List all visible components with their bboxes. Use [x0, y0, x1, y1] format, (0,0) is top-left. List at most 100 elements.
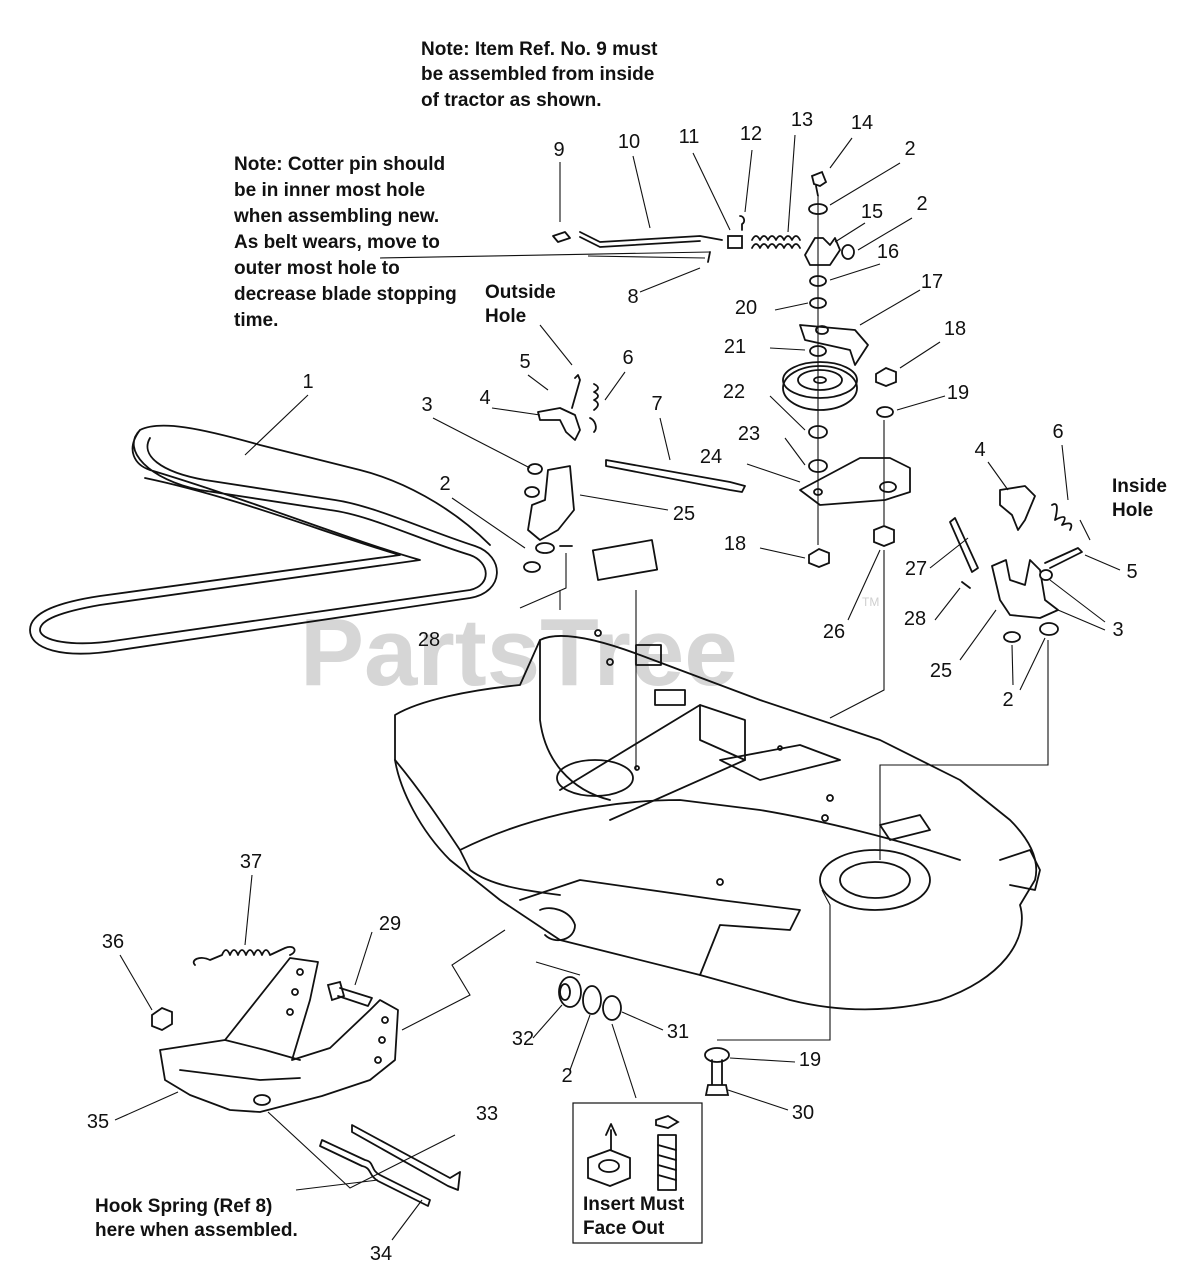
insert-detail-box: Insert Must Face Out — [572, 1102, 703, 1244]
part-18-nut[interactable] — [808, 366, 897, 568]
part-37-spring[interactable] — [192, 946, 296, 966]
part-28-pin-right[interactable] — [961, 581, 971, 589]
note-cotter-line-3: when assembling new. — [233, 206, 439, 227]
part-13-spring[interactable] — [751, 235, 801, 249]
callout-27[interactable]: 27 — [905, 558, 927, 580]
part-9-clip[interactable] — [552, 231, 571, 243]
callout-18[interactable]: 18 — [724, 533, 746, 555]
callout-1[interactable]: 1 — [302, 371, 313, 393]
callout-26[interactable]: 26 — [823, 621, 845, 643]
callout-29[interactable]: 29 — [379, 913, 401, 935]
callout-2[interactable]: 2 — [916, 193, 927, 215]
note-cotter-line-6: decrease blade stopping — [234, 284, 457, 305]
note-hook-spring-line-2: here when assembled. — [95, 1220, 298, 1241]
callout-19[interactable]: 19 — [799, 1049, 821, 1071]
part-17-idler-arm[interactable] — [799, 324, 869, 366]
part-35-hitch-bracket[interactable] — [159, 957, 399, 1113]
callout-31[interactable]: 31 — [667, 1021, 689, 1043]
note-hook-spring-line-1: Hook Spring (Ref 8) — [95, 1196, 272, 1217]
mower-deck[interactable] — [394, 539, 1041, 1011]
callout-24[interactable]: 24 — [700, 446, 722, 468]
callout-30[interactable]: 30 — [792, 1102, 814, 1124]
part-30-bolt[interactable] — [704, 1059, 730, 1096]
part-10-rod[interactable] — [579, 231, 723, 248]
callout-16[interactable]: 16 — [877, 241, 899, 263]
part-32-spacer[interactable] — [558, 976, 582, 1008]
callout-5[interactable]: 5 — [519, 351, 530, 373]
part-26-bushing[interactable] — [873, 525, 895, 547]
part-4-lever-right[interactable] — [999, 485, 1036, 531]
callout-13[interactable]: 13 — [791, 109, 813, 131]
callout-10[interactable]: 10 — [618, 131, 640, 153]
part-7-rod[interactable] — [605, 459, 746, 493]
callout-3[interactable]: 3 — [421, 394, 432, 416]
part-29-bolt[interactable] — [326, 980, 373, 1007]
part-6-spring-left[interactable] — [589, 383, 599, 433]
part-19-washer[interactable] — [704, 406, 894, 1063]
part-3-nut-right[interactable] — [1039, 569, 1053, 581]
part-5-pin-left[interactable] — [571, 374, 581, 409]
part-25-bracket-left[interactable] — [527, 465, 575, 541]
part-3-nut-left[interactable] — [524, 463, 543, 498]
note-cotter-line-1: Note: Cotter pin should — [234, 154, 445, 175]
note-item9-line-2: be assembled from inside — [421, 64, 654, 85]
callout-25[interactable]: 25 — [673, 503, 695, 525]
part-21-pulley[interactable] — [782, 361, 858, 411]
callout-18[interactable]: 18 — [944, 318, 966, 340]
callout-2[interactable]: 2 — [1002, 689, 1013, 711]
part-15-bracket[interactable] — [804, 237, 841, 266]
callout-21[interactable]: 21 — [724, 336, 746, 358]
part-12-cotter-pin[interactable] — [739, 215, 746, 231]
part-8-spring-hook[interactable] — [707, 251, 711, 263]
callout-33[interactable]: 33 — [476, 1103, 498, 1125]
callout-2[interactable]: 2 — [439, 473, 450, 495]
part-11-ferrule[interactable] — [727, 235, 743, 249]
callout-3[interactable]: 3 — [1112, 619, 1123, 641]
callout-14[interactable]: 14 — [851, 112, 873, 134]
callout-28[interactable]: 28 — [418, 629, 440, 651]
part-14-bolt[interactable] — [810, 170, 828, 197]
note-cotter-line-5: outer most hole to — [234, 258, 400, 279]
callout-6[interactable]: 6 — [622, 347, 633, 369]
part-2-washer-bottom[interactable] — [582, 985, 602, 1015]
callout-15[interactable]: 15 — [861, 201, 883, 223]
callout-6[interactable]: 6 — [1052, 421, 1063, 443]
callout-12[interactable]: 12 — [740, 123, 762, 145]
part-2-washer-left[interactable] — [523, 542, 555, 573]
part-4-lever-left[interactable] — [537, 407, 581, 441]
callout-8[interactable]: 8 — [627, 286, 638, 308]
part-36-nut[interactable] — [151, 1006, 173, 1032]
part-25-bracket-right[interactable] — [991, 559, 1059, 619]
callout-4[interactable]: 4 — [974, 439, 985, 461]
note-item9-line-1: Note: Item Ref. No. 9 must — [421, 39, 658, 60]
part-27-rod[interactable] — [949, 517, 979, 573]
part-2-washer-top[interactable] — [808, 203, 855, 260]
callout-4[interactable]: 4 — [479, 387, 490, 409]
callout-9[interactable]: 9 — [553, 139, 564, 161]
callout-17[interactable]: 17 — [921, 271, 943, 293]
callout-2[interactable]: 2 — [561, 1065, 572, 1087]
callout-7[interactable]: 7 — [651, 393, 662, 415]
part-34-bent-rod[interactable] — [319, 1139, 431, 1207]
callout-36[interactable]: 36 — [102, 931, 124, 953]
callout-11[interactable]: 11 — [679, 126, 700, 148]
callout-34[interactable]: 34 — [370, 1243, 392, 1265]
note-cotter-line-2: be in inner most hole — [234, 180, 425, 201]
callout-22[interactable]: 22 — [723, 381, 745, 403]
callout-2[interactable]: 2 — [904, 138, 915, 160]
part-33-pin[interactable] — [351, 1124, 461, 1191]
part-6-spring-right[interactable] — [1051, 503, 1073, 531]
callout-32[interactable]: 32 — [512, 1028, 534, 1050]
callout-5[interactable]: 5 — [1126, 561, 1137, 583]
callout-23[interactable]: 23 — [738, 423, 760, 445]
callout-35[interactable]: 35 — [87, 1111, 109, 1133]
part-5-pin-right[interactable] — [1044, 547, 1083, 569]
callout-37[interactable]: 37 — [240, 851, 262, 873]
part-2-washer-right[interactable] — [1003, 622, 1059, 643]
callout-19[interactable]: 19 — [947, 382, 969, 404]
callout-20[interactable]: 20 — [735, 297, 757, 319]
part-31-nut[interactable] — [602, 995, 622, 1021]
callout-28[interactable]: 28 — [904, 608, 926, 630]
callout-25[interactable]: 25 — [930, 660, 952, 682]
part-1-belt[interactable] — [29, 424, 498, 655]
